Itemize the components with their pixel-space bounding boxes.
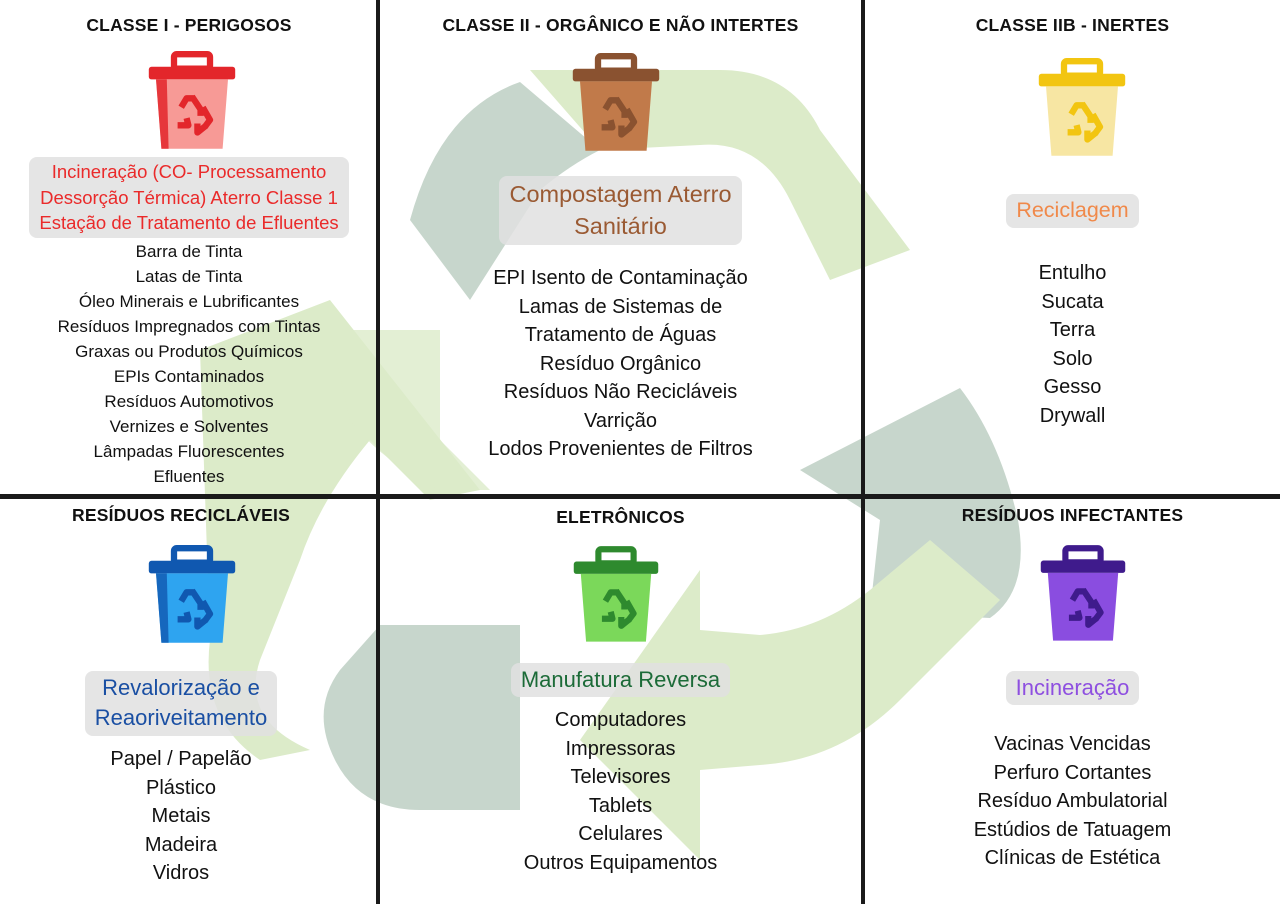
list-item: Madeira [144, 833, 218, 856]
arrow-right-light [580, 540, 1000, 860]
waste-list: Vacinas Vencidas Perfuro Cortantes Resíd… [865, 730, 1280, 873]
method-line: Estação de Tratamento de Efluentes [39, 212, 339, 234]
list-item: Efluentes [153, 467, 225, 486]
waste-list: Barra de Tinta Latas de Tinta Óleo Miner… [0, 239, 378, 489]
list-item: Plástico [145, 776, 217, 799]
list-item: Vacinas Vencidas [994, 733, 1151, 755]
list-item: Vernizes e Solventes [109, 417, 269, 436]
method-line: Incineração [1005, 671, 1140, 706]
panel-classe-iib: CLASSE IIB - INERTES Reciclagem Entulho … [865, 0, 1280, 494]
list-item: Perfuro Cortantes [993, 761, 1152, 784]
green-recycle-bin-icon [573, 546, 659, 642]
blue-recycle-bin-icon [148, 545, 236, 643]
panel-classe-ii: CLASSE II - ORGÂNICO E NÃO INTERTES Comp… [380, 0, 861, 494]
treatment-method: Manufatura Reversa [380, 663, 861, 698]
list-item: Lodos Provenientes de Filtros [488, 438, 753, 460]
treatment-method: Compostagem Aterro Sanitário [380, 176, 861, 245]
list-item: Gesso [1043, 376, 1102, 398]
arrow-left-dark [323, 625, 520, 810]
arrow-left-light-2 [330, 330, 490, 490]
red-recycle-bin-icon [148, 51, 236, 149]
list-item: Estúdios de Tatuagem [973, 818, 1172, 841]
panel-reciclaveis: RESÍDUOS RECICLÁVEIS Revalorização e Rea… [0, 499, 378, 904]
arrow-right-dark [800, 388, 1021, 618]
list-item: Vidros [152, 862, 210, 884]
list-item: Resíduos Impregnados com Tintas [57, 317, 321, 336]
panel-title: ELETRÔNICOS [556, 507, 685, 527]
list-item: EPIs Contaminados [113, 367, 265, 386]
list-item: Lâmpadas Fluorescentes [93, 442, 285, 461]
list-item: Barra de Tinta [135, 242, 243, 261]
list-item: Computadores [554, 709, 687, 731]
purple-recycle-bin-icon [1040, 545, 1126, 641]
waste-list: Computadores Impressoras Televisores Tab… [380, 706, 861, 877]
list-item: Papel / Papelão [110, 748, 252, 770]
panel-classe-i: CLASSE I - PERIGOSOS Incineração (CO- Pr… [0, 0, 378, 494]
panel-title: RESÍDUOS INFECTANTES [961, 505, 1184, 525]
treatment-method: Incineração (CO- Processamento Dessorção… [0, 157, 378, 238]
waste-list: Papel / Papelão Plástico Metais Madeira … [0, 745, 370, 888]
treatment-method: Revalorização e Reaoriveitamento [0, 671, 370, 736]
method-line: Revalorização e [102, 675, 260, 700]
list-item: Resíduo Ambulatorial [977, 790, 1168, 812]
panel-title: RESÍDUOS RECICLÁVEIS [72, 505, 290, 525]
horizontal-divider [0, 494, 1280, 499]
waste-list: EPI Isento de Contaminação Lamas de Sist… [380, 264, 861, 464]
method-line: Reciclagem [1006, 194, 1139, 228]
method-line: Sanitário [574, 213, 667, 240]
list-item: Resíduo Orgânico [539, 352, 702, 375]
list-item: Resíduos Não Recicláveis [503, 381, 738, 403]
waste-list: Entulho Sucata Terra Solo Gesso Drywall [865, 259, 1280, 430]
list-item: Solo [1052, 347, 1093, 370]
list-item: Sucata [1041, 290, 1104, 313]
list-item: Televisores [570, 766, 671, 788]
method-line: Compostagem Aterro [509, 181, 732, 207]
panel-title: CLASSE I - PERIGOSOS [86, 15, 292, 35]
panel-eletronicos: ELETRÔNICOS Manufatura Reversa Computado… [380, 499, 861, 904]
list-item: Metais [151, 805, 211, 827]
method-line: Reaoriveitamento [94, 705, 268, 731]
treatment-method: Reciclagem [865, 194, 1280, 228]
list-item: Óleo Minerais e Lubrificantes [78, 292, 300, 311]
list-item: Drywall [1039, 404, 1106, 427]
vertical-divider-right [861, 0, 865, 904]
list-item: Lamas de Sistemas de [518, 295, 723, 318]
method-line: Dessorção Térmica) Aterro Classe 1 [40, 186, 338, 208]
method-line: Incineração (CO- Processamento [51, 161, 327, 182]
vertical-divider-left [376, 0, 380, 904]
list-item: Tablets [588, 794, 653, 817]
list-item: Varrição [584, 409, 657, 432]
panel-title: CLASSE IIB - INERTES [975, 15, 1170, 35]
yellow-recycle-bin-icon [1038, 58, 1126, 156]
list-item: Terra [1049, 319, 1096, 341]
method-line: Manufatura Reversa [510, 663, 731, 698]
panel-infectantes: RESÍDUOS INFECTANTES Incineração Vacinas… [865, 499, 1280, 904]
list-item: Impressoras [565, 737, 676, 760]
list-item: Outros Equipamentos [523, 851, 718, 874]
list-item: Celulares [578, 823, 663, 845]
list-item: EPI Isento de Contaminação [493, 267, 748, 289]
list-item: Entulho [1038, 262, 1107, 284]
list-item: Tratamento de Águas [524, 324, 717, 346]
list-item: Graxas ou Produtos Químicos [75, 342, 303, 361]
list-item: Latas de Tinta [135, 267, 243, 286]
list-item: Resíduos Automotivos [104, 392, 274, 411]
brown-recycle-bin-icon [572, 53, 660, 151]
panel-title: CLASSE II - ORGÂNICO E NÃO INTERTES [442, 15, 799, 35]
treatment-method: Incineração [865, 671, 1280, 706]
list-item: Clínicas de Estética [984, 847, 1161, 869]
